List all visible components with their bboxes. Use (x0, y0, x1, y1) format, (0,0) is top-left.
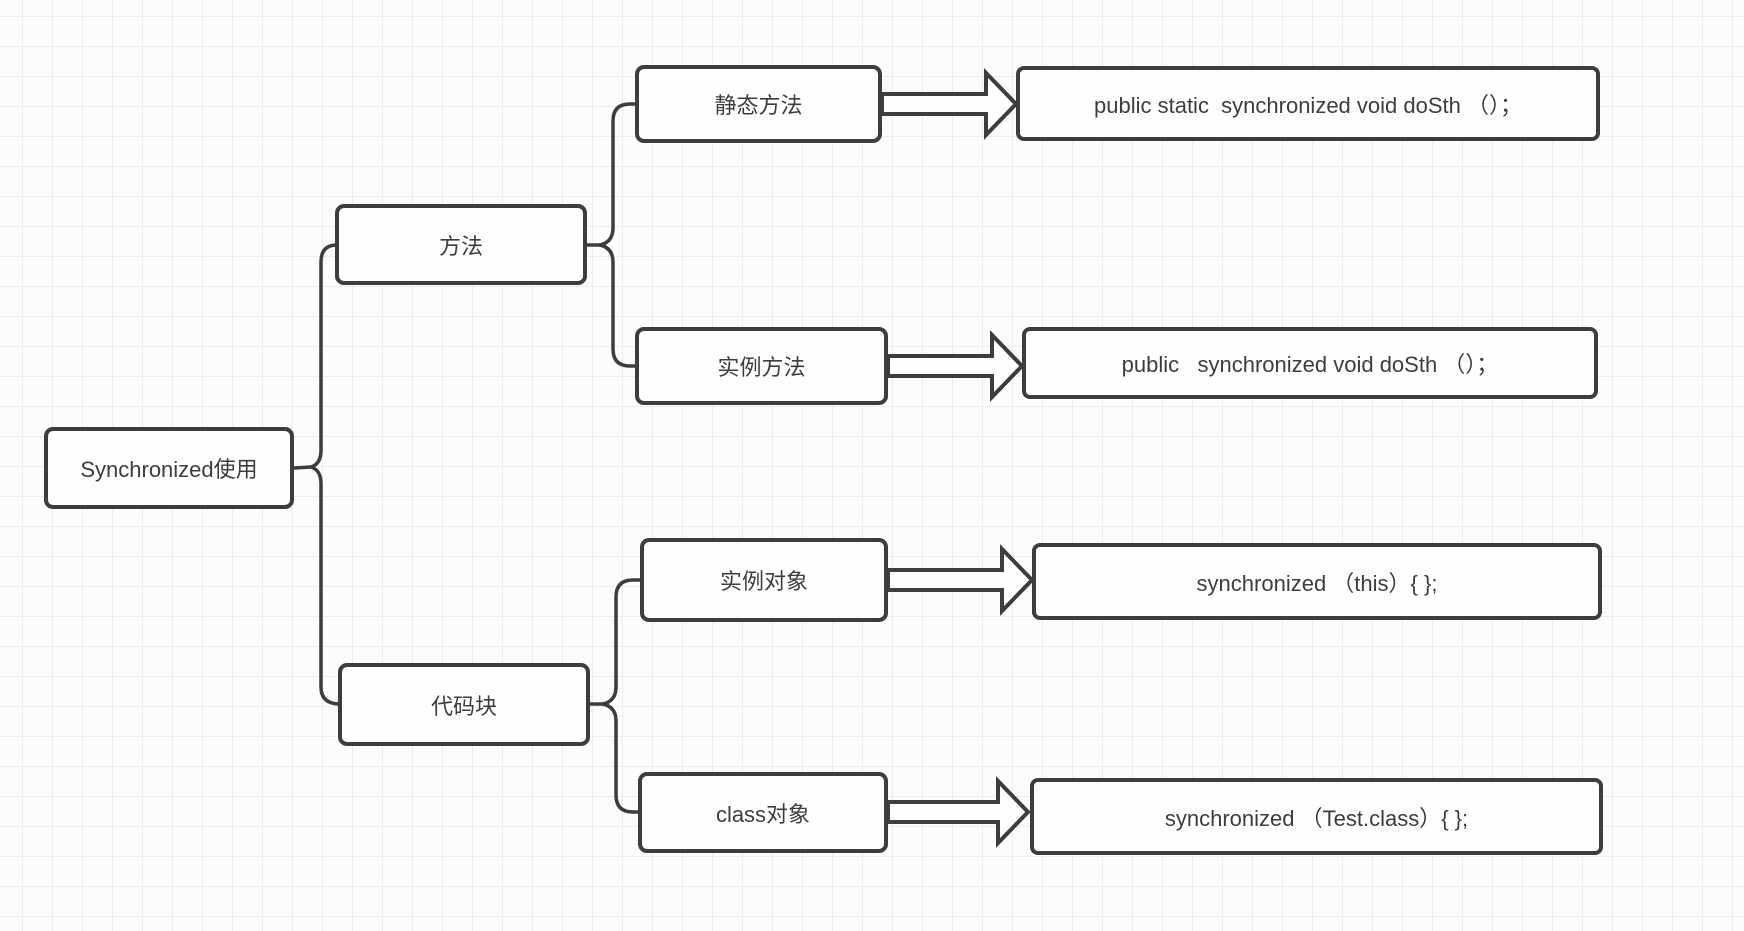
node-codeblock[interactable]: 代码块 (338, 663, 590, 746)
node-class-object[interactable]: class对象 (638, 772, 888, 853)
code-text-static-method: public static synchronized void doSth （）… (1094, 92, 1522, 118)
node-instance-object[interactable]: 实例对象 (640, 538, 888, 622)
arrow-right-icon[interactable] (886, 330, 1025, 402)
node-root[interactable]: Synchronized使用 (44, 427, 294, 509)
code-box-instance-method[interactable]: public synchronized void doSth （）； (1022, 327, 1598, 399)
brace-connector-codeblock-classobj[interactable] (601, 702, 640, 814)
node-instance-object-label: 实例对象 (719, 569, 808, 594)
brace-connector-root-method[interactable] (309, 243, 339, 469)
code-box-instance-object[interactable]: synchronized （this）{ }; (1032, 543, 1602, 620)
code-text-instance-object: synchronized （this）{ }; (1196, 570, 1438, 596)
node-static-method-label: 静态方法 (714, 93, 803, 118)
brace-connector-root-codeblock[interactable] (309, 465, 342, 706)
arrow-right-icon[interactable] (886, 544, 1035, 616)
node-static-method[interactable]: 静态方法 (635, 65, 882, 143)
node-instance-method-label: 实例方法 (717, 355, 806, 380)
node-method-label: 方法 (438, 233, 483, 259)
brace-connector-method-instance[interactable] (598, 243, 637, 368)
code-text-instance-method: public synchronized void doSth （）； (1121, 352, 1499, 377)
code-box-static-method[interactable]: public static synchronized void doSth （）… (1016, 66, 1600, 141)
node-codeblock-label: 代码块 (430, 693, 497, 719)
brace-connector-method-static[interactable] (598, 102, 637, 247)
arrow-right-icon[interactable] (880, 68, 1019, 140)
node-root-label: Synchronized使用 (80, 457, 258, 482)
brace-connector-codeblock-instanceobj[interactable] (601, 578, 642, 706)
brace-stub-root[interactable] (292, 465, 313, 470)
code-box-class-object[interactable]: synchronized （Test.class）{ }; (1030, 778, 1603, 855)
arrow-right-icon[interactable] (886, 776, 1031, 848)
node-class-object-label: class对象 (715, 801, 811, 827)
node-method[interactable]: 方法 (335, 204, 587, 285)
code-text-class-object: synchronized （Test.class）{ }; (1164, 805, 1469, 831)
node-instance-method[interactable]: 实例方法 (635, 327, 888, 405)
